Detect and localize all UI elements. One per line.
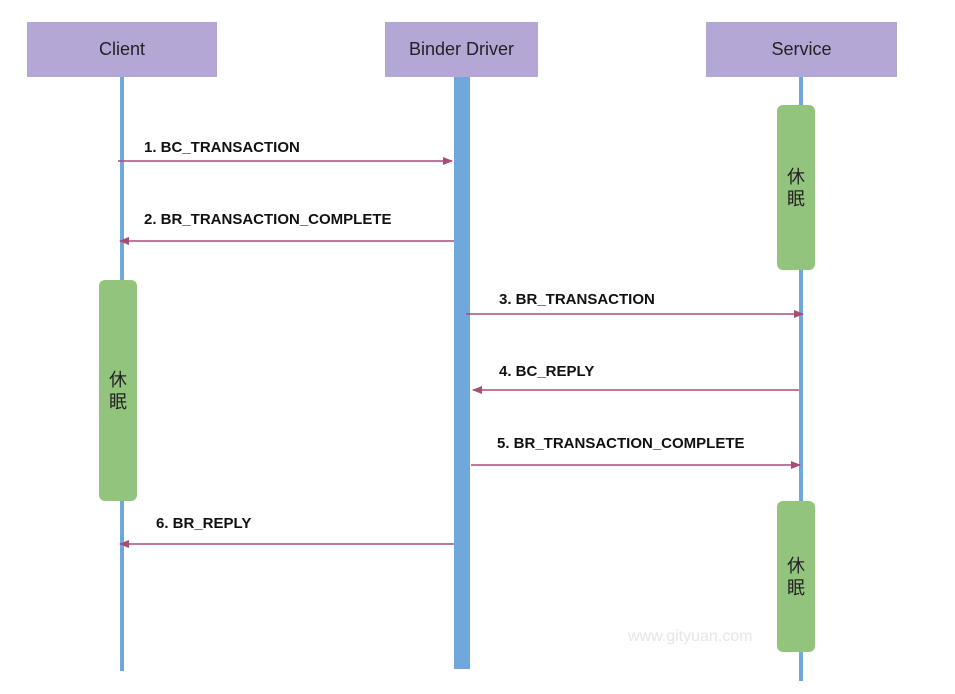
sleep-box-service-2: 休眠 xyxy=(777,501,815,652)
actor-binder-driver: Binder Driver xyxy=(385,22,538,77)
lifeline-binder-driver xyxy=(454,77,470,669)
message-4: 4. BC_REPLY xyxy=(472,363,799,394)
sleep-box-service-1: 休眠 xyxy=(777,105,815,270)
actor-client: Client xyxy=(27,22,217,77)
message-6-label: 6. BR_REPLY xyxy=(156,515,251,532)
message-1: 1. BC_TRANSACTION xyxy=(118,139,453,165)
message-4-label: 4. BC_REPLY xyxy=(499,363,594,380)
message-2: 2. BR_TRANSACTION_COMPLETE xyxy=(119,211,454,245)
actor-service: Service xyxy=(706,22,897,77)
watermark: www.gityuan.com xyxy=(628,628,753,645)
lifeline-service xyxy=(799,77,803,681)
sleep-label: 休眠 xyxy=(787,555,805,598)
message-5: 5. BR_TRANSACTION_COMPLETE xyxy=(471,435,801,469)
message-3-label: 3. BR_TRANSACTION xyxy=(499,291,655,308)
message-6: 6. BR_REPLY xyxy=(119,515,454,548)
sleep-box-client: 休眠 xyxy=(99,280,137,501)
message-1-label: 1. BC_TRANSACTION xyxy=(144,139,300,156)
sleep-label: 休眠 xyxy=(109,369,127,412)
message-2-label: 2. BR_TRANSACTION_COMPLETE xyxy=(144,211,392,228)
message-3: 3. BR_TRANSACTION xyxy=(466,291,804,318)
message-5-label: 5. BR_TRANSACTION_COMPLETE xyxy=(497,435,745,452)
sleep-label: 休眠 xyxy=(787,166,805,209)
